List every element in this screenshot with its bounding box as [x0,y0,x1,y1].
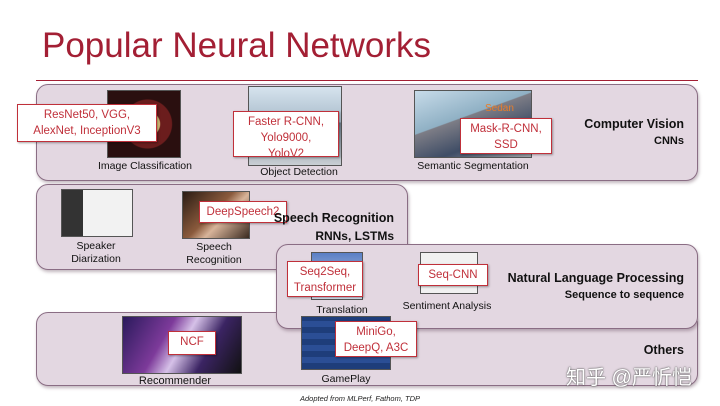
recommender-models: NCF [168,331,216,355]
others-heading: Others [643,343,684,357]
speaker-diarization-picture [61,189,133,237]
slide-title: Popular Neural Networks [42,26,432,65]
speech-recognition-models: DeepSpeech2 [199,201,287,223]
sentiment-models: Seq-CNN [418,264,488,286]
translation-label: Translation [316,304,368,316]
translation-models: Seq2Seq, Transformer [287,261,363,297]
speech-heading: Speech Recognition [273,211,394,225]
nlp-heading: Natural Language Processing [507,271,684,285]
nlp-subheading: Sequence to sequence [564,289,684,301]
title-rule [36,80,698,81]
speech-recognition-label: Speech Recognition [186,241,242,266]
segmentation-image-text: Sedan [485,103,514,114]
recommender-label: Recommender [138,375,212,387]
sentiment-analysis-label: Sentiment Analysis [402,300,492,312]
semantic-segmentation-models: Mask-R-CNN, SSD [460,118,552,154]
computer-vision-heading: Computer Vision [584,117,684,131]
speech-subheading: RNNs, LSTMs [315,229,394,243]
computer-vision-subheading: CNNs [654,135,684,147]
image-classification-label: Image Classification [98,160,192,172]
gameplay-models: MiniGo, DeepQ, A3C [335,321,417,357]
watermark: 知乎 @严忻恺 [566,367,692,389]
source-credit: Adopted from MLPerf, Fathom, TDP [299,394,421,403]
gameplay-label: GamePlay [321,373,371,385]
object-detection-label: Object Detection [260,166,338,178]
image-classification-models: ResNet50, VGG, AlexNet, InceptionV3 [17,104,157,142]
speaker-diarization-label: Speaker Diarization [71,240,121,265]
object-detection-models: Faster R-CNN, Yolo9000, YoloV2 [233,111,339,157]
semantic-segmentation-label: Semantic Segmentation [417,160,529,172]
